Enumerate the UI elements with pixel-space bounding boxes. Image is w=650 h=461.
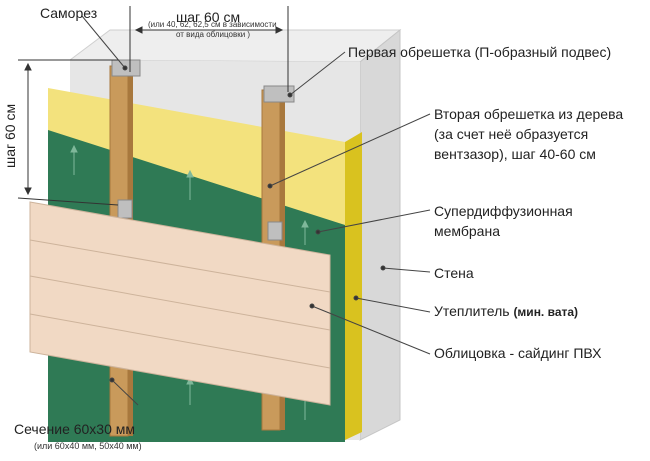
dimension-left: [17, 59, 119, 206]
dimension-top: [129, 6, 289, 92]
label-first-batten: Первая обрешетка (П-образный подвес): [348, 44, 612, 60]
label-insulation-note: (мин. вата): [513, 305, 579, 319]
label-screw: Саморез: [40, 5, 98, 21]
label-insulation-main: Утеплитель: [434, 303, 510, 319]
leader-lines: [81, 15, 431, 406]
label-spacing-top-note-2: от вида облицовки ): [176, 30, 251, 39]
label-second-batten-line2: (за счет неё образуется: [434, 126, 589, 142]
label-section: Сечение 60х30 мм: [14, 421, 136, 437]
label-wall: Стена: [434, 265, 474, 281]
label-insulation: Утеплитель (мин. вата): [434, 302, 578, 321]
label-section-note: (или 60х40 мм, 50х40 мм): [34, 441, 142, 451]
label-second-batten-line3: вентзазор), шаг 40-60 см: [434, 146, 596, 162]
label-membrane-line1: Супердиффузионная: [434, 203, 573, 219]
insulation-side: [345, 132, 362, 440]
label-cladding: Облицовка - сайдинг ПВХ: [434, 345, 602, 361]
label-spacing-top-note-1: (или 40, 62, 62,5 см в зависимости: [148, 20, 277, 29]
label-spacing-left: шаг 60 см: [2, 103, 18, 168]
label-membrane-line2: мембрана: [434, 223, 500, 239]
siding-seams: [29, 239, 331, 369]
label-spacing-top: шаг 60 см: [176, 9, 241, 25]
metal-hanger-right: [263, 85, 295, 241]
label-second-batten-line1: Вторая обрешетка из дерева: [434, 106, 624, 122]
wall-side: [359, 28, 401, 441]
